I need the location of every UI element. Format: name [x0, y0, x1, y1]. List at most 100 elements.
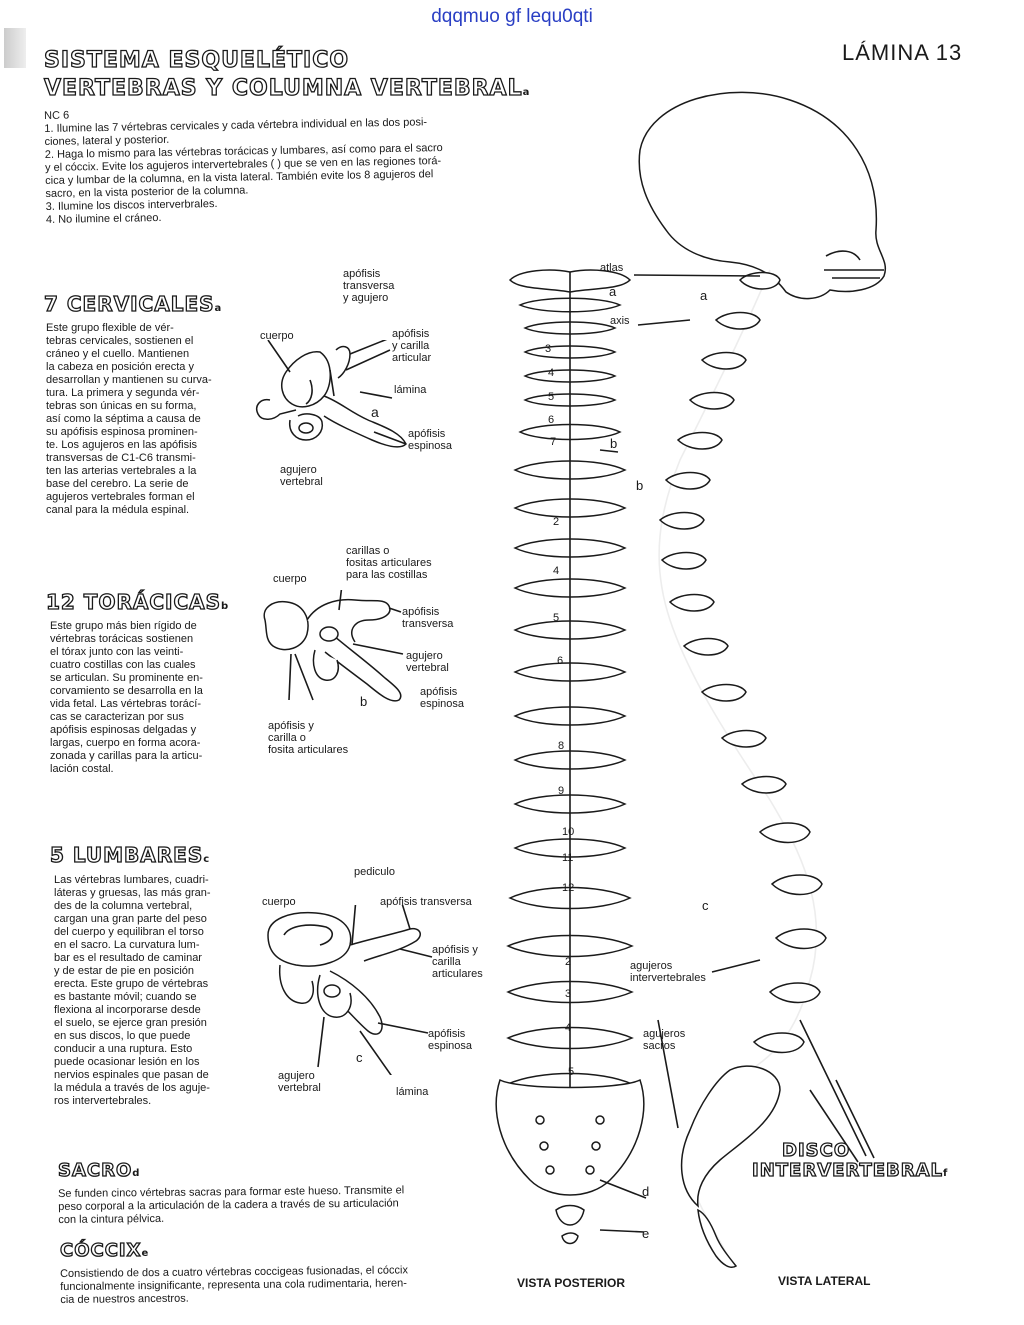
label-c-lateral: c: [702, 898, 709, 913]
vertebra-number: 4: [553, 565, 560, 577]
text-line: se articulan. Su prominente en-: [50, 672, 203, 684]
vertebra-number: 10: [562, 826, 575, 838]
label-line: para las costillas: [346, 569, 428, 581]
label-line: apófisis: [420, 686, 458, 698]
cervical-title: 7 CERVICALESa: [43, 291, 223, 316]
text-line: erecta. Este grupo de vértebras: [54, 978, 209, 990]
vertebra-number: 3: [545, 343, 552, 355]
label-lumbar-agujero: agujero vertebral: [278, 1070, 321, 1094]
label-line: vertebral: [280, 476, 323, 488]
label-thoracic-agujero: agujero vertebral: [406, 650, 449, 674]
text-line: cráneo y el cuello. Mantienen: [46, 348, 190, 360]
text-line: en sus discos, lo que puede: [54, 1030, 191, 1042]
label-b-lateral: b: [636, 478, 644, 493]
label-disco: DISCO: [781, 1139, 851, 1161]
label-a-posterior: a: [609, 284, 617, 299]
lumbar-title: 5 LUMBARESc: [49, 842, 210, 867]
scan-artifact: [4, 28, 26, 68]
text-line: te. Los agujeros en las apófisis: [46, 439, 198, 451]
cervical-letter: a: [214, 303, 223, 314]
label-agujeros-sacros: agujeros sacros: [643, 1028, 685, 1052]
label-line: apófisis y: [268, 720, 314, 732]
label-d: d: [642, 1184, 650, 1199]
header-link[interactable]: dqqmuo gf lequ0qti: [431, 6, 593, 27]
text-line: la médula a través de los aguje-: [54, 1082, 210, 1094]
label-line: apófisis: [408, 428, 446, 440]
label-line: intervertebrales: [630, 972, 706, 984]
text-line: bar es el resultado de caminar: [54, 952, 202, 964]
vertebra-number: 7: [550, 436, 557, 448]
text-line: nervios espinales que pasan de: [54, 1069, 209, 1081]
sacrum-drawing: [495, 1078, 645, 1196]
vertebra-number: 5: [553, 612, 560, 624]
sacrum-text: Se funden cinco vértebras sacras para fo…: [58, 1183, 498, 1227]
label-line: transversa: [343, 280, 395, 292]
text-line: base del cerebro. La serie de: [46, 478, 189, 490]
text-line: lación costal.: [50, 763, 114, 775]
label-cervical-lamina: lámina: [394, 384, 427, 396]
label-thoracic-letter: b: [360, 694, 368, 709]
vertebra-number: 6: [548, 414, 555, 426]
label-b-posterior: b: [610, 436, 618, 451]
text-line: tebras cervicales, sostienen el: [46, 335, 194, 347]
label-lumbar-carilla: apófisis y carilla articulares: [432, 944, 483, 980]
text-line: vida fetal. Las vértebras torácí-: [50, 698, 202, 710]
vertebra-number: 4: [565, 1022, 572, 1034]
text-line: ten las arterias vertebrales a la: [46, 465, 197, 477]
label-line: vertebral: [406, 662, 449, 674]
label-cervical-transversa: apófisis transversa y agujero: [343, 268, 394, 304]
label-cervical-agujero: agujero vertebral: [280, 464, 323, 488]
coccyx-drawing: [555, 1204, 585, 1226]
title-letter: a: [522, 87, 531, 98]
cervical-text: Este grupo flexible de vér- tebras cervi…: [46, 322, 246, 517]
text-line: y de estar de pie en posición: [54, 965, 195, 977]
vertebra-number: 2: [553, 516, 560, 528]
text-line: canal para la médula espinal.: [46, 504, 190, 516]
page-title: SISTEMA ESQUELÉTICO: [43, 47, 350, 73]
label-cervical-espinosa: apófisis espinosa: [408, 428, 452, 452]
label-line: transversa: [402, 618, 454, 630]
label-line: y agujero: [343, 292, 389, 304]
label-e: e: [642, 1226, 650, 1241]
text-line: desarrollan y mantienen su curva-: [46, 374, 212, 386]
text-line: láteras y gruesas, las más gran-: [54, 887, 211, 899]
lateral-column: [658, 269, 875, 1268]
text-line: vértebras torácicas sostienen: [50, 633, 194, 645]
cervical-vertebra-illustration: [256, 340, 407, 448]
lumbar-title-text: 5 LUMBARES: [49, 842, 204, 867]
thoracic-title: 12 TORÁCICASb: [45, 589, 229, 614]
label-line: apófisis: [343, 268, 381, 280]
vertebra-number: 12: [562, 882, 575, 894]
page-subtitle: VERTEBRAS Y COLUMNA VERTEBRALa: [43, 75, 531, 101]
label-line: sacros: [643, 1040, 676, 1052]
text-line: del cuerpo y equilibran el torso: [54, 926, 204, 938]
label-line: agujeros: [643, 1028, 686, 1040]
label-cervical-carilla: apófisis y carilla articular: [392, 328, 431, 364]
label-line: agujero: [280, 464, 317, 476]
text-line: des de la columna vertebral,: [54, 900, 193, 912]
vertebra-number: 5: [548, 391, 555, 403]
sacrum-letter: d: [132, 1168, 141, 1179]
text-line: flexiona al incorporarse desde: [54, 1004, 201, 1016]
vertebra-number: 2: [565, 956, 572, 968]
vertebra-number: 5: [568, 1066, 575, 1078]
text-line: la cabeza en posición erecta y: [46, 361, 194, 373]
label-line: vertebral: [278, 1082, 321, 1094]
label-lumbar-espinosa: apófisis espinosa: [428, 1028, 472, 1052]
label-a-lateral: a: [700, 288, 708, 303]
label-thoracic-carillas: carillas o fositas articulares para las …: [346, 545, 432, 581]
label-line: espinosa: [428, 1040, 473, 1052]
text-line: cas se caracterizan por sus: [50, 711, 184, 723]
lumbar-vertebra-illustration: [267, 905, 433, 1075]
label-line: agujero: [278, 1070, 315, 1082]
thoracic-title-text: 12 TORÁCICAS: [45, 589, 221, 614]
label-lumbar-cuerpo: cuerpo: [262, 896, 296, 908]
label-thoracic-transversa: apófisis transversa: [402, 606, 453, 630]
vertebra-number: 11: [562, 852, 574, 864]
text-line: corvamiento se desarrolla en la: [50, 685, 203, 697]
posterior-column: [495, 269, 645, 1245]
thoracic-text: Este grupo más bien rígido de vértebras …: [50, 620, 250, 776]
label-line: espinosa: [408, 440, 453, 452]
text-line: cargan una gran parte del peso: [54, 913, 207, 925]
text-line: en el sacro. La curvatura lum-: [54, 939, 200, 951]
